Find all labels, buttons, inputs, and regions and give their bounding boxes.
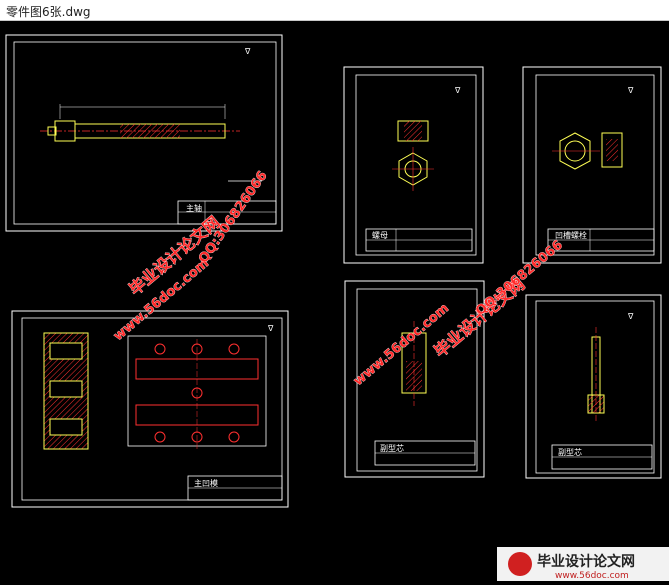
drawing-canvas[interactable]: ∇ 主轴 ∇ 螺母 ∇	[0, 21, 669, 581]
sheet-label: 副型芯	[558, 447, 582, 457]
watermark-right: 毕业设计论文网 www.56doc.com QQ:306826066	[351, 237, 567, 389]
logo-url: www.56doc.com	[555, 571, 629, 581]
sheet-nut[interactable]: ∇ 螺母	[343, 66, 484, 264]
sheet-sub-core-1[interactable]: 副型芯	[344, 280, 485, 478]
sheet-label: 凹槽螺栓	[555, 230, 587, 240]
sheet-label: 副型芯	[380, 443, 404, 453]
sheet-main-shaft[interactable]: ∇ 主轴	[5, 34, 283, 232]
drawing-svg: ∇ 主轴 ∇ 螺母 ∇	[5, 34, 669, 581]
roughness-symbol: ∇	[267, 324, 274, 333]
sheet-main-die[interactable]: ∇ 主凹模	[11, 310, 289, 508]
roughness-symbol: ∇	[627, 312, 634, 321]
sheet-label: 螺母	[372, 230, 388, 240]
roughness-symbol: ∇	[454, 86, 461, 95]
sheet-label: 主凹模	[194, 478, 218, 488]
logo-text: 毕业设计论文网	[537, 553, 635, 570]
sheet-sub-core-2[interactable]: ∇ 副型芯	[525, 294, 662, 479]
roughness-symbol: ∇	[627, 86, 634, 95]
sheet-groove-bolt[interactable]: ∇ 凹槽螺栓	[522, 66, 662, 264]
watermark-qq-2: QQ:306826066	[473, 238, 566, 319]
window-title-bar: 零件图6张.dwg	[0, 0, 669, 21]
window-title: 零件图6张.dwg	[6, 5, 91, 19]
roughness-symbol: ∇	[244, 47, 251, 56]
site-logo: 毕业设计论文网 www.56doc.com	[497, 547, 669, 581]
sheet-label: 主轴	[186, 203, 202, 213]
